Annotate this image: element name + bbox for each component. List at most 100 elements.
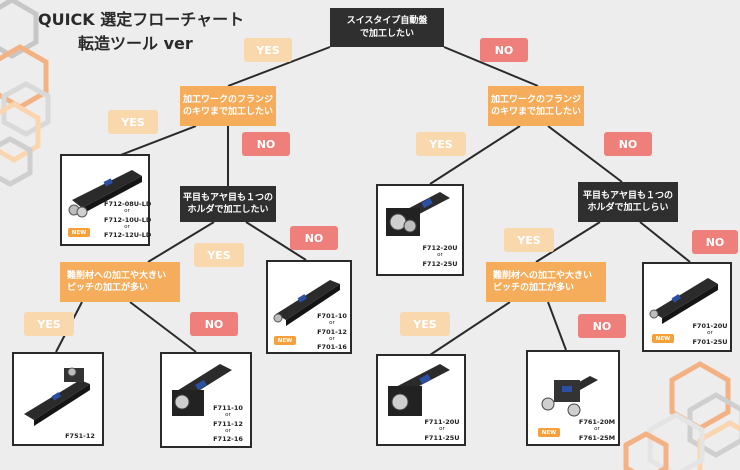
question-root: スイスタイプ自動盤で加工したい xyxy=(330,8,444,47)
product-card-f712-20u[interactable]: F712-20U or F712-25U xyxy=(376,184,464,276)
question-holder-left-line1: 平目もアヤ目も１つの xyxy=(182,192,273,203)
product-or: or xyxy=(124,224,130,231)
connector-flange-right-yes xyxy=(429,125,521,185)
product-card-f711-10[interactable]: F711-10 or F711-12 or F712-16 xyxy=(160,352,252,448)
question-flange-right-line2: のキワまで加工したい xyxy=(490,107,581,117)
product-names: F751-12 xyxy=(60,432,100,440)
question-material-right-line2: ピッチの加工が多い xyxy=(493,283,575,293)
tool-image xyxy=(386,192,450,236)
no-label-root: NO xyxy=(480,38,528,62)
question-material-left-line1: 難削材への加工や大きい xyxy=(67,270,167,281)
product-names: F701-20U or F701-25U xyxy=(690,322,730,346)
new-badge: NEW xyxy=(538,428,560,437)
product-name: F712-12U-LD xyxy=(104,231,152,240)
product-name: F701-12 xyxy=(317,327,347,336)
yes-label-flange-right: YES xyxy=(416,132,466,156)
no-label-flange-left: NO xyxy=(242,132,290,156)
product-name: F761-25M xyxy=(578,433,616,442)
connector-holder-right-yes xyxy=(535,221,601,263)
product-or: or xyxy=(439,426,445,433)
tool-image xyxy=(68,170,142,218)
question-material-left-line2: ピッチの加工が多い xyxy=(67,283,149,293)
product-or: or xyxy=(329,336,335,343)
product-names: F712-08U-LD or F712-10U-LD or F712-12U-L… xyxy=(104,200,152,240)
tool-image xyxy=(388,364,450,416)
no-label-holder-right: NO xyxy=(692,230,738,254)
product-card-f711-20u[interactable]: F711-20U or F711-25U xyxy=(376,354,466,446)
product-or: or xyxy=(594,426,600,433)
yes-label-root: YES xyxy=(244,38,292,62)
question-material-right: 難削材への加工や大きいピッチの加工が多い xyxy=(486,262,606,302)
tool-image xyxy=(24,367,90,426)
question-holder-right: 平目もアヤ目も１つのホルダで加工しらい xyxy=(578,182,678,222)
question-material-right-line1: 難削材への加工や大きい xyxy=(493,270,593,281)
product-name: F711-20U xyxy=(424,418,460,426)
product-name: F711-12 xyxy=(213,419,243,428)
product-name: F712-20U xyxy=(422,244,458,252)
product-name: F701-10 xyxy=(317,312,347,320)
connector-holder-left-no xyxy=(245,221,307,261)
question-flange-right-line1: 加工ワークのフランジ xyxy=(490,94,581,105)
yes-label-flange-left: YES xyxy=(108,110,158,134)
product-card-f701-10[interactable]: NEW F701-10 or F701-12 or F701-16 xyxy=(266,260,352,354)
product-card-f701-20u[interactable]: NEW F701-20U or F701-25U xyxy=(642,262,732,352)
connector-material-right-yes xyxy=(429,301,511,356)
tool-image xyxy=(541,376,598,417)
product-or: or xyxy=(225,412,231,419)
product-names: F712-20U or F712-25U xyxy=(420,244,460,268)
no-label-holder-left: NO xyxy=(290,226,338,250)
product-name: F711-10 xyxy=(213,404,243,412)
connector-root-right xyxy=(443,46,539,87)
yes-label-holder-right: YES xyxy=(504,228,554,252)
question-root-line1: スイスタイプ自動盤 xyxy=(346,16,428,27)
product-or: or xyxy=(225,428,231,435)
new-badge: NEW xyxy=(274,336,296,345)
question-flange-left-line2: のキワまで加工したい xyxy=(182,107,273,117)
product-name: F712-25U xyxy=(422,259,458,268)
question-root-line2: で加工したい xyxy=(359,28,414,39)
no-label-material-left: NO xyxy=(190,312,238,336)
tool-image xyxy=(172,364,232,416)
question-flange-left: 加工ワークのフランジのキワまで加工したい xyxy=(180,86,276,126)
product-or: or xyxy=(707,330,713,337)
product-name: F701-25U xyxy=(692,337,728,346)
product-card-f712-08u-ld[interactable]: NEW F712-08U-LD or F712-10U-LD or F712-1… xyxy=(60,154,152,246)
connector-material-left-no xyxy=(129,301,197,353)
question-flange-left-line1: 加工ワークのフランジ xyxy=(182,94,273,105)
question-holder-right-line2: ホルダで加工しらい xyxy=(587,203,669,213)
product-names: F761-20M or F761-25M xyxy=(576,418,618,442)
product-name: F712-16 xyxy=(213,435,243,444)
no-label-flange-right: NO xyxy=(604,132,652,156)
product-or: or xyxy=(124,208,130,215)
product-or: or xyxy=(329,320,335,327)
page-title: QUICK 選定フローチャート xyxy=(38,10,245,29)
product-card-f751-12[interactable]: F751-12 xyxy=(12,352,104,446)
connector-holder-left-yes xyxy=(147,221,215,263)
connector-holder-right-no xyxy=(639,221,691,263)
question-holder-left: 平目もアヤ目も１つのホルダで加工したい xyxy=(180,186,276,222)
connector-material-right-no xyxy=(547,301,567,351)
connector-flange-left-yes xyxy=(117,125,197,157)
product-card-f761-20m[interactable]: NEW F761-20M or F761-25M xyxy=(526,350,620,446)
question-material-left: 難削材への加工や大きいピッチの加工が多い xyxy=(60,262,180,302)
product-names: F711-20U or F711-25U xyxy=(422,418,462,442)
product-or: or xyxy=(437,252,443,259)
product-names: F701-10 or F701-12 or F701-16 xyxy=(312,312,352,352)
new-badge: NEW xyxy=(652,334,674,343)
product-name: F712-10U-LD xyxy=(104,215,152,224)
yes-label-holder-left: YES xyxy=(194,243,244,267)
yes-label-material-left: YES xyxy=(24,312,74,336)
yes-label-material-right: YES xyxy=(400,312,450,336)
connector-holder-right xyxy=(547,125,623,183)
product-name: F701-20U xyxy=(692,322,728,330)
product-name: F711-25U xyxy=(424,433,460,442)
question-flange-right: 加工ワークのフランジのキワまで加工したい xyxy=(488,86,584,126)
no-label-material-right: NO xyxy=(578,314,626,338)
question-holder-right-line1: 平目もアヤ目も１つの xyxy=(582,190,673,201)
product-name: F712-08U-LD xyxy=(104,200,152,208)
question-holder-left-line2: ホルダで加工したい xyxy=(187,205,269,215)
connector-root-left xyxy=(227,46,331,87)
product-name: F751-12 xyxy=(65,432,95,440)
